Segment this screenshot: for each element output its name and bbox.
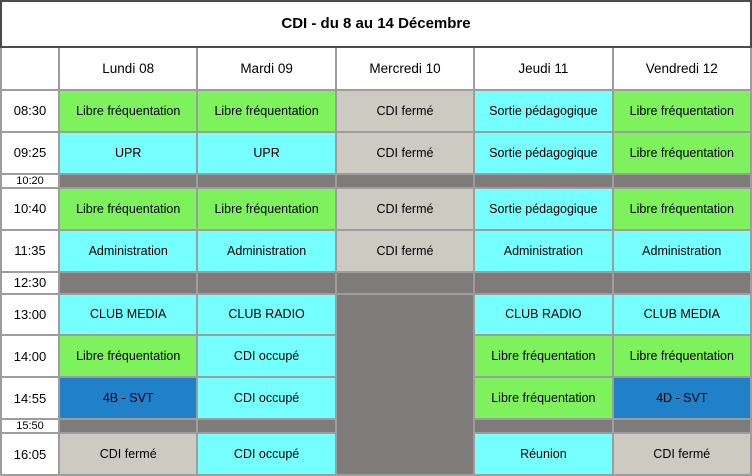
time-label: 09:25 [0, 130, 60, 175]
schedule-cell: Libre fréquentation [196, 89, 337, 133]
title-row: CDI - du 8 au 14 Décembre [0, 0, 752, 48]
schedule-cell: CLUB MEDIA [611, 292, 752, 337]
closed-slot [334, 292, 476, 476]
closed-slot [196, 270, 337, 295]
schedule-cell: Libre fréquentation [611, 130, 752, 175]
closed-slot [57, 418, 199, 435]
schedule-cell: Administration [196, 228, 337, 273]
schedule-cell: Libre fréquentation [57, 186, 199, 231]
schedule-cell: CDI fermé [611, 432, 752, 476]
schedule-cell: Administration [611, 228, 752, 273]
schedule-cell: 4B - SVT [57, 376, 199, 421]
time-label: 10:20 [0, 172, 60, 189]
schedule-cell: CDI fermé [334, 130, 476, 175]
schedule-cell: CDI fermé [334, 186, 476, 231]
time-label: 12:30 [0, 270, 60, 295]
schedule-cell: Libre fréquentation [611, 89, 752, 133]
schedule-cell: CDI fermé [57, 432, 199, 476]
time-label: 14:55 [0, 376, 60, 421]
column-header-tuesday: Mardi 09 [196, 45, 337, 92]
schedule-cell: CLUB MEDIA [57, 292, 199, 337]
schedule-cell: Administration [473, 228, 614, 273]
closed-slot [196, 172, 337, 189]
time-label: 10:40 [0, 186, 60, 231]
time-label: 08:30 [0, 89, 60, 133]
closed-slot [57, 270, 199, 295]
time-label: 16:05 [0, 432, 60, 476]
corner-cell [0, 45, 60, 92]
schedule-cell: CDI occupé [196, 432, 337, 476]
closed-slot [473, 172, 614, 189]
schedule-cell: Libre fréquentation [57, 89, 199, 133]
column-header-thursday: Jeudi 11 [473, 45, 614, 92]
schedule-cell: UPR [57, 130, 199, 175]
schedule-cell: Libre fréquentation [196, 186, 337, 231]
column-header-wednesday: Mercredi 10 [334, 45, 476, 92]
column-header-monday: Lundi 08 [57, 45, 199, 92]
schedule-cell: CLUB RADIO [196, 292, 337, 337]
time-label: 15:50 [0, 418, 60, 435]
closed-slot [611, 270, 752, 295]
break-row: 12:30 [0, 270, 752, 295]
schedule-cell: CDI fermé [334, 89, 476, 133]
schedule-cell: Sortie pédagogique [473, 130, 614, 175]
schedule-cell: 4D - SVT [611, 376, 752, 421]
schedule-cell: Sortie pédagogique [473, 89, 614, 133]
schedule-cell: Administration [57, 228, 199, 273]
closed-slot [334, 270, 476, 295]
schedule-cell: Libre fréquentation [57, 334, 199, 379]
schedule-cell: CLUB RADIO [473, 292, 614, 337]
header-row: Lundi 08 Mardi 09 Mercredi 10 Jeudi 11 V… [0, 45, 752, 92]
closed-slot [57, 172, 199, 189]
closed-slot [334, 172, 476, 189]
closed-slot [611, 418, 752, 435]
schedule-cell: CDI occupé [196, 376, 337, 421]
schedule-cell: Libre fréquentation [611, 334, 752, 379]
time-label: 14:00 [0, 334, 60, 379]
schedule-cell: Libre fréquentation [473, 334, 614, 379]
closed-slot [611, 172, 752, 189]
closed-slot [473, 418, 614, 435]
time-label: 13:00 [0, 292, 60, 337]
schedule-cell: Réunion [473, 432, 614, 476]
schedule-cell: CDI occupé [196, 334, 337, 379]
schedule-cell: UPR [196, 130, 337, 175]
closed-slot [473, 270, 614, 295]
schedule-cell: Libre fréquentation [611, 186, 752, 231]
time-label: 11:35 [0, 228, 60, 273]
page-title: CDI - du 8 au 14 Décembre [0, 0, 752, 48]
schedule-cell: CDI fermé [334, 228, 476, 273]
break-row: 10:20 [0, 172, 752, 189]
schedule-cell: Libre fréquentation [473, 376, 614, 421]
closed-slot [196, 418, 337, 435]
column-header-friday: Vendredi 12 [611, 45, 752, 92]
schedule-cell: Sortie pédagogique [473, 186, 614, 231]
break-row: 15:50 [0, 418, 752, 435]
